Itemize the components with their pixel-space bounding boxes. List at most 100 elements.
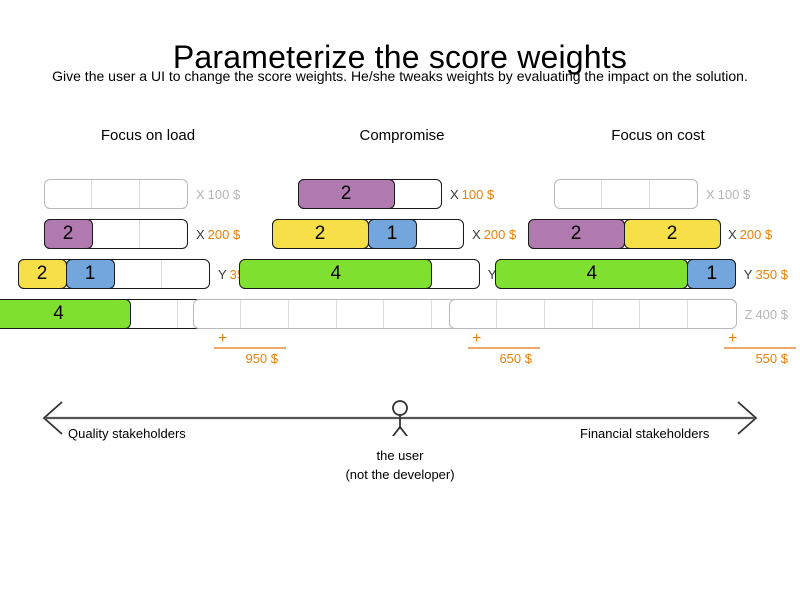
weight-slider-track[interactable] (554, 179, 698, 209)
weight-row[interactable]: 4Y350 $ (239, 254, 532, 294)
arrow-left-icon (42, 401, 63, 435)
weight-segment[interactable]: 1 (367, 218, 417, 249)
weight-segments: 4 (0, 298, 131, 329)
weight-slider-cell[interactable] (394, 180, 441, 208)
weight-slider-cell[interactable] (140, 220, 187, 248)
weight-slider-cell[interactable] (162, 260, 209, 288)
weight-segment[interactable]: 4 (239, 258, 433, 289)
page-subtitle: Give the user a UI to change the score w… (52, 68, 748, 84)
axis-label-left: Quality stakeholders (68, 426, 186, 441)
weight-slider[interactable]: 4 (0, 298, 227, 329)
weight-slider[interactable]: 2 (297, 178, 442, 209)
weight-slider-cell[interactable] (384, 300, 432, 328)
weight-slider-track[interactable] (44, 179, 188, 209)
weight-slider[interactable]: 2 (43, 218, 188, 249)
total-rule (724, 347, 796, 349)
weight-slider-cell[interactable] (45, 180, 93, 208)
plus-sign: + (472, 330, 482, 347)
weight-slider-cell[interactable] (416, 220, 463, 248)
plus-sign: + (218, 330, 228, 347)
weight-slider-cell[interactable] (593, 300, 641, 328)
weight-segment[interactable]: 1 (687, 258, 737, 289)
weight-slider[interactable]: 4 (239, 258, 480, 289)
weight-slider[interactable] (44, 179, 188, 209)
weight-row[interactable]: 4Z400 $ (0, 294, 278, 334)
weight-slider-track[interactable] (192, 299, 481, 329)
weight-slider-cell[interactable] (497, 300, 545, 328)
user-caption-line-1: the user (376, 448, 424, 463)
weight-slider-cell[interactable] (602, 180, 650, 208)
weight-slider-cell[interactable] (140, 180, 187, 208)
row-key: X (728, 226, 737, 242)
weight-slider-cell[interactable] (130, 300, 178, 328)
weight-segment[interactable]: 2 (271, 218, 369, 249)
spectrum-axis-svg (42, 400, 758, 436)
weight-slider-cell[interactable] (92, 220, 140, 248)
row-key: X (472, 226, 481, 242)
weight-slider-cell[interactable] (194, 300, 242, 328)
plus-sign: + (728, 330, 738, 347)
weight-segments: 4 (239, 258, 433, 289)
row-key: Y (487, 266, 497, 282)
page-title: Parameterize the score weights (172, 39, 628, 76)
weight-segment[interactable]: 2 (17, 258, 67, 289)
weight-slider[interactable] (448, 299, 737, 329)
weight-slider-cell[interactable] (450, 300, 498, 328)
weight-segment[interactable]: 1 (65, 258, 115, 289)
weight-slider-cell[interactable] (688, 300, 736, 328)
row-amount: 350 $ (755, 266, 788, 282)
weight-slider-cell[interactable] (92, 180, 140, 208)
weight-slider-cell[interactable] (650, 180, 697, 208)
weight-segment[interactable]: 4 (495, 258, 689, 289)
scenario-title: Compromise (359, 127, 445, 144)
row-amount: 100 $ (717, 186, 751, 202)
row-key: X (706, 186, 715, 202)
scenario-total: +650 $ (272, 331, 540, 376)
weight-slider-cell[interactable] (241, 300, 289, 328)
scenario-title: Focus on load (100, 127, 196, 144)
weight-slider-cell[interactable] (555, 180, 603, 208)
row-amount: 200 $ (739, 226, 773, 242)
weight-slider[interactable] (554, 179, 698, 209)
weight-segment[interactable]: 2 (43, 218, 93, 249)
weight-segment[interactable]: 4 (0, 298, 131, 329)
user-caption: the user (not the developer) (300, 446, 500, 484)
weight-segment[interactable]: 2 (527, 218, 625, 249)
weight-segment[interactable]: 2 (297, 178, 395, 209)
row-amount: 200 $ (483, 226, 517, 242)
row-amount: 100 $ (461, 186, 495, 202)
weight-slider-track[interactable] (448, 299, 737, 329)
weight-slider-cell[interactable] (431, 260, 479, 288)
axis-label-right: Financial stakeholders (580, 426, 710, 441)
weight-row[interactable]: 21Y350 $ (17, 254, 278, 294)
weight-slider[interactable] (192, 299, 481, 329)
weight-segment[interactable]: 2 (623, 218, 721, 249)
weight-slider-cell[interactable] (640, 300, 688, 328)
weight-slider-cell[interactable] (114, 260, 162, 288)
weight-slider-cell[interactable] (289, 300, 337, 328)
weight-slider-cell[interactable] (545, 300, 593, 328)
weight-slider-cell[interactable] (337, 300, 385, 328)
